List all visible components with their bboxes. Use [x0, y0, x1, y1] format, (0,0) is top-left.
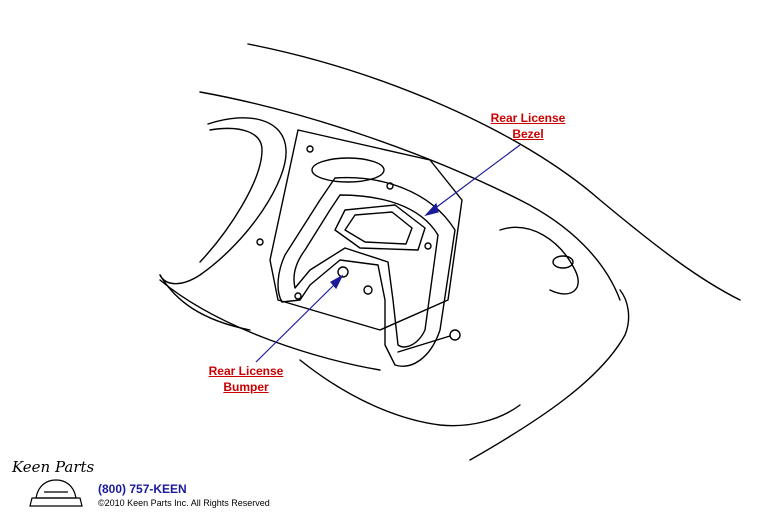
body-outline-lower — [469, 289, 630, 461]
screw — [306, 145, 314, 153]
bumper-part — [337, 266, 349, 278]
body-outline-top — [247, 43, 741, 301]
callout-bezel-line2: Bezel — [512, 127, 544, 141]
callout-rear-license-bumper[interactable]: Rear License Bumper — [196, 363, 296, 395]
callout-bezel-line1: Rear License — [490, 111, 566, 125]
keen-parts-logo: Keen Parts — [11, 458, 95, 507]
left-recess-inner — [199, 127, 263, 263]
callout-bumper-line2: Bumper — [223, 380, 269, 394]
bezel-outer — [277, 176, 456, 367]
callout-bumper-line1: Rear License — [208, 364, 284, 378]
logo-text: Keen Parts — [11, 458, 95, 476]
copyright-notice: ©2010 Keen Parts Inc. All Rights Reserve… — [98, 498, 270, 508]
screw — [256, 238, 264, 246]
left-recess-outer — [159, 117, 287, 285]
screw — [386, 182, 394, 190]
plate-area — [269, 129, 463, 331]
bolt-line — [397, 335, 451, 353]
body-line-lower — [159, 279, 381, 371]
phone-number: (800) 757-KEEN — [98, 482, 187, 496]
right-recess — [499, 226, 579, 295]
arrowhead-bumper — [330, 274, 344, 290]
leader-line-bezel — [429, 144, 521, 213]
bezel-inner — [293, 194, 439, 348]
arrowhead-bezel — [424, 202, 439, 217]
car-front-icon — [29, 479, 83, 507]
bezel-window — [334, 204, 426, 251]
callout-rear-license-bezel[interactable]: Rear License Bezel — [478, 110, 578, 142]
screw — [363, 285, 373, 295]
bumper-lower-edge — [299, 359, 521, 427]
screw — [424, 242, 432, 250]
screw — [449, 329, 461, 341]
body-outline-upper — [199, 91, 621, 301]
left-recess-lower — [159, 274, 251, 331]
right-circle — [552, 255, 574, 269]
leader-line-bumper — [255, 279, 340, 363]
plate-light-opening — [311, 157, 385, 183]
screw — [294, 292, 302, 300]
bezel-window-inner — [344, 211, 413, 245]
